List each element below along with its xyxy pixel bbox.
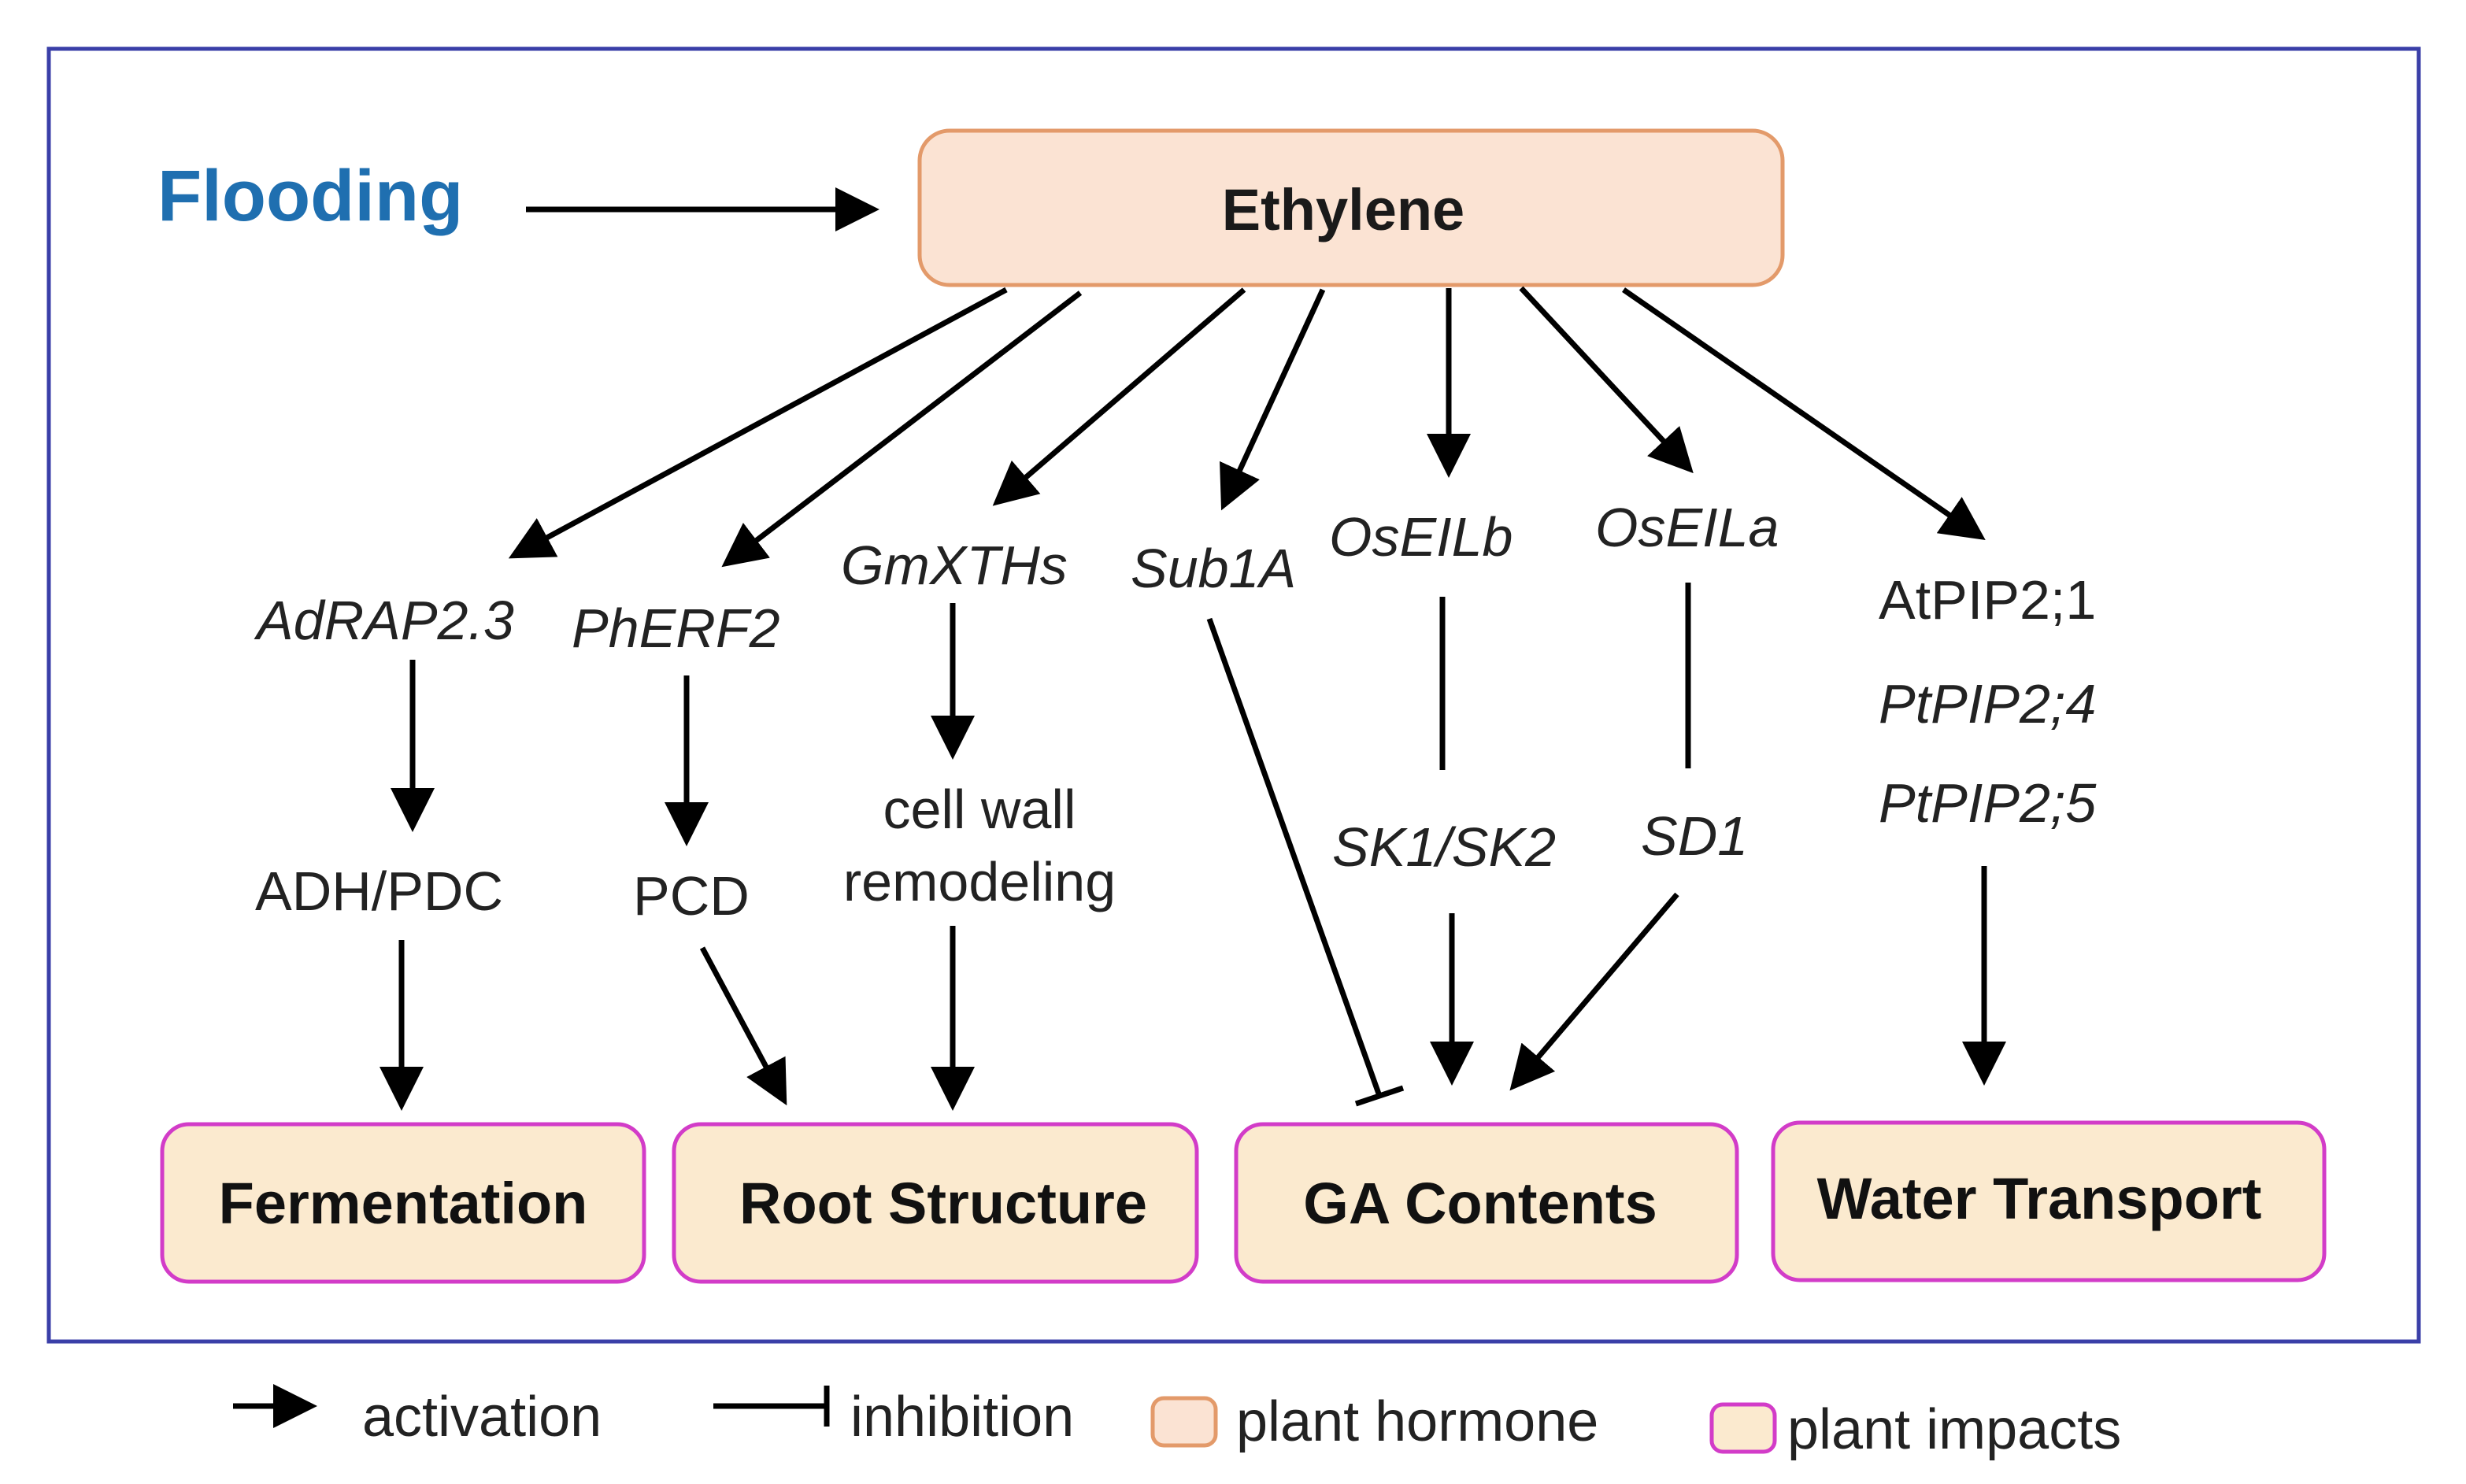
gene-oseilb: OsEILb (1329, 506, 1513, 568)
edge-ethylene-oseila (1519, 286, 1694, 474)
edge-ethylene-adrap (508, 287, 1008, 559)
edge-ethylene-gmxths (992, 287, 1246, 506)
impact-root-structure-label: Root Structure (739, 1171, 1147, 1236)
gene-atpip21: AtPIP2;1 (1879, 569, 2096, 631)
process-pcd: PCD (633, 865, 750, 927)
edge-sd1-ga (1509, 892, 1679, 1091)
process-cell-wall: cell wall (883, 779, 1076, 840)
gene-sd1: SD1 (1641, 805, 1748, 867)
legend-impacts-label: plant impacts (1787, 1398, 2121, 1461)
edge-ethylene-atpip (1622, 287, 1986, 540)
impact-ga-contents-box (1234, 1122, 1739, 1284)
edge-ethylene-sub1a (1220, 288, 1326, 511)
process-remodeling: remodeling (843, 851, 1116, 912)
edge-sub1a-ga-inhibition-bar (1354, 1085, 1405, 1107)
edge-ethylene-pherf (721, 291, 1083, 568)
stimulus-flooding: Flooding (157, 156, 463, 236)
gene-ptpip24: PtPIP2;4 (1879, 673, 2096, 735)
impact-water-transport-box (1771, 1120, 2327, 1282)
gene-ptpip25: PtPIP2;5 (1879, 772, 2097, 834)
legend-impacts-swatch (1709, 1402, 1777, 1454)
hormone-ethylene-box (917, 128, 1785, 287)
impact-ga-contents-label: GA Contents (1303, 1171, 1657, 1236)
legend-hormone-label: plant hormone (1236, 1390, 1598, 1453)
legend-inhibition-label: inhibition (850, 1386, 1074, 1449)
gene-gmxths: GmXTHs (841, 535, 1068, 596)
impact-fermentation-box (160, 1122, 646, 1284)
hormone-ethylene-label: Ethylene (1222, 177, 1464, 242)
edge-sub1a-ga-inhibition (1206, 617, 1383, 1097)
gene-sk1-sk2: SK1/SK2 (1332, 816, 1556, 878)
edge-pcd-root (699, 946, 787, 1106)
legend-hormone-swatch (1150, 1396, 1218, 1448)
gene-sub1a: Sub1A (1131, 538, 1296, 599)
impact-water-transport-label: Water Transport (1817, 1166, 2262, 1231)
impact-root-structure-box (672, 1122, 1199, 1284)
process-adh-pdc: ADH/PDC (255, 860, 503, 922)
gene-adrap23: AdRAP2.3 (254, 590, 514, 651)
impact-fermentation-label: Fermentation (219, 1171, 588, 1236)
legend-activation-label: activation (362, 1386, 602, 1449)
gene-pherf2: PhERF2 (572, 598, 780, 659)
gene-oseila: OsEILa (1595, 497, 1779, 558)
legend: activation inhibition plant hormone plan… (233, 1384, 2121, 1461)
